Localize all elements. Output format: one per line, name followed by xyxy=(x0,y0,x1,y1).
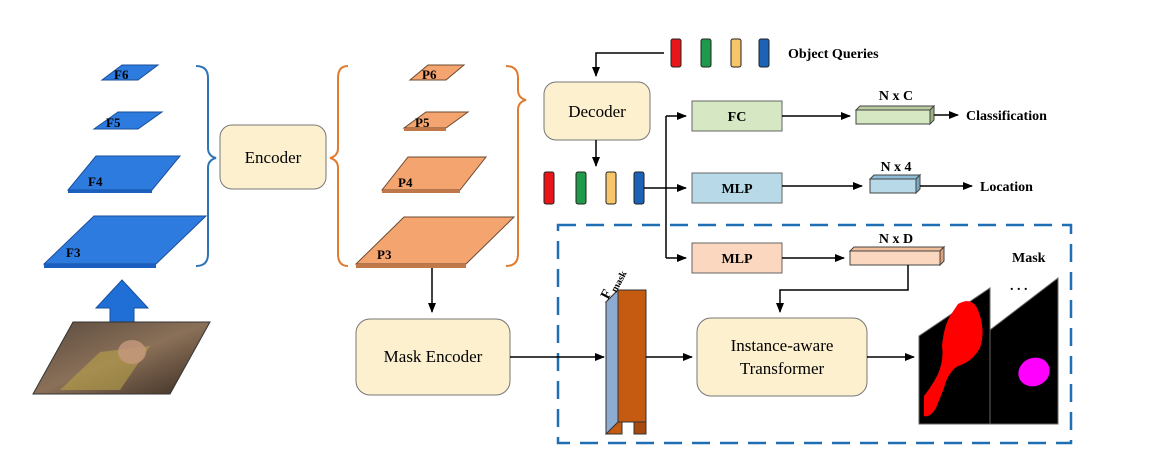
mlp-mask-block: MLP xyxy=(691,242,783,274)
mask-ellipsis: . . . xyxy=(1010,279,1028,294)
feature-map-p5: P5 xyxy=(402,111,470,131)
mask-output-1 xyxy=(918,287,991,425)
pyramid-features: P6 P5 P4 P3 xyxy=(354,64,516,268)
orange-bracket-left xyxy=(329,65,349,267)
feature-map-p3: P3 xyxy=(354,216,516,268)
feature-label-f6: F6 xyxy=(114,67,129,82)
fc-block: FC xyxy=(691,100,783,132)
nx4-label: N x 4 xyxy=(880,160,911,175)
mlp-location-label: MLP xyxy=(721,182,753,197)
feature-label-f4: F4 xyxy=(88,174,103,189)
backbone-features: F6 F5 F4 F3 xyxy=(42,64,208,268)
object-queries-label: Object Queries xyxy=(788,47,879,62)
nxd-label: N x D xyxy=(879,232,913,247)
feature-label-f3: F3 xyxy=(66,245,81,260)
output-embeddings xyxy=(543,171,645,205)
feature-label-p3: P3 xyxy=(377,247,392,262)
feature-map-p6: P6 xyxy=(408,64,466,82)
mlp-location-block: MLP xyxy=(691,172,783,204)
fmask-feature: F mask xyxy=(598,269,647,436)
transformer-label-line1: Instance-aware xyxy=(731,336,834,355)
decoder-block: Decoder xyxy=(543,81,651,141)
query-token-red xyxy=(670,38,682,68)
mask-outputs: Mask . . . xyxy=(918,251,1059,425)
mask-output-2 xyxy=(989,276,1059,425)
arrow-nxd-to-transformer xyxy=(776,265,909,313)
classification-label: Classification xyxy=(966,109,1047,124)
nx4-tensor: N x 4 xyxy=(868,160,922,195)
query-token-green xyxy=(700,38,712,68)
nxc-label: N x C xyxy=(879,89,913,104)
mask-encoder-label: Mask Encoder xyxy=(384,347,483,366)
embedding-token-green xyxy=(575,171,587,205)
feature-label-p5: P5 xyxy=(415,115,430,130)
nxd-tensor: N x D xyxy=(848,232,946,267)
query-token-blue xyxy=(758,38,770,68)
mask-encoder-block: Mask Encoder xyxy=(355,318,511,396)
embedding-token-blue xyxy=(633,171,645,205)
feature-map-f3: F3 xyxy=(42,215,208,268)
fc-label: FC xyxy=(728,110,747,125)
feature-map-f5: F5 xyxy=(92,111,164,130)
decoder-label: Decoder xyxy=(568,102,626,121)
arrow-queries-to-decoder xyxy=(592,52,664,77)
mask-branch-region xyxy=(556,223,1073,445)
mlp-mask-label: MLP xyxy=(721,252,753,267)
location-label: Location xyxy=(980,180,1033,195)
object-queries: Object Queries xyxy=(670,38,879,68)
input-image xyxy=(32,321,211,395)
feature-map-p4: P4 xyxy=(380,156,488,193)
nxc-tensor: N x C xyxy=(854,89,936,126)
orange-bracket-right xyxy=(505,65,527,267)
encoder-label: Encoder xyxy=(245,148,302,167)
feature-label-p4: P4 xyxy=(398,175,413,190)
feature-map-f6: F6 xyxy=(100,64,160,82)
feature-map-f4: F4 xyxy=(66,155,182,193)
blue-bracket xyxy=(195,65,217,267)
transformer-label-line2: Transformer xyxy=(740,359,825,378)
feature-label-p6: P6 xyxy=(422,67,437,82)
embedding-token-yellow xyxy=(605,171,617,205)
transformer-block: Instance-aware Transformer xyxy=(696,317,868,397)
encoder-block: Encoder xyxy=(219,124,327,190)
feature-label-f5: F5 xyxy=(106,115,121,130)
mask-label: Mask xyxy=(1012,251,1046,266)
embedding-token-red xyxy=(543,171,555,205)
query-token-yellow xyxy=(730,38,742,68)
